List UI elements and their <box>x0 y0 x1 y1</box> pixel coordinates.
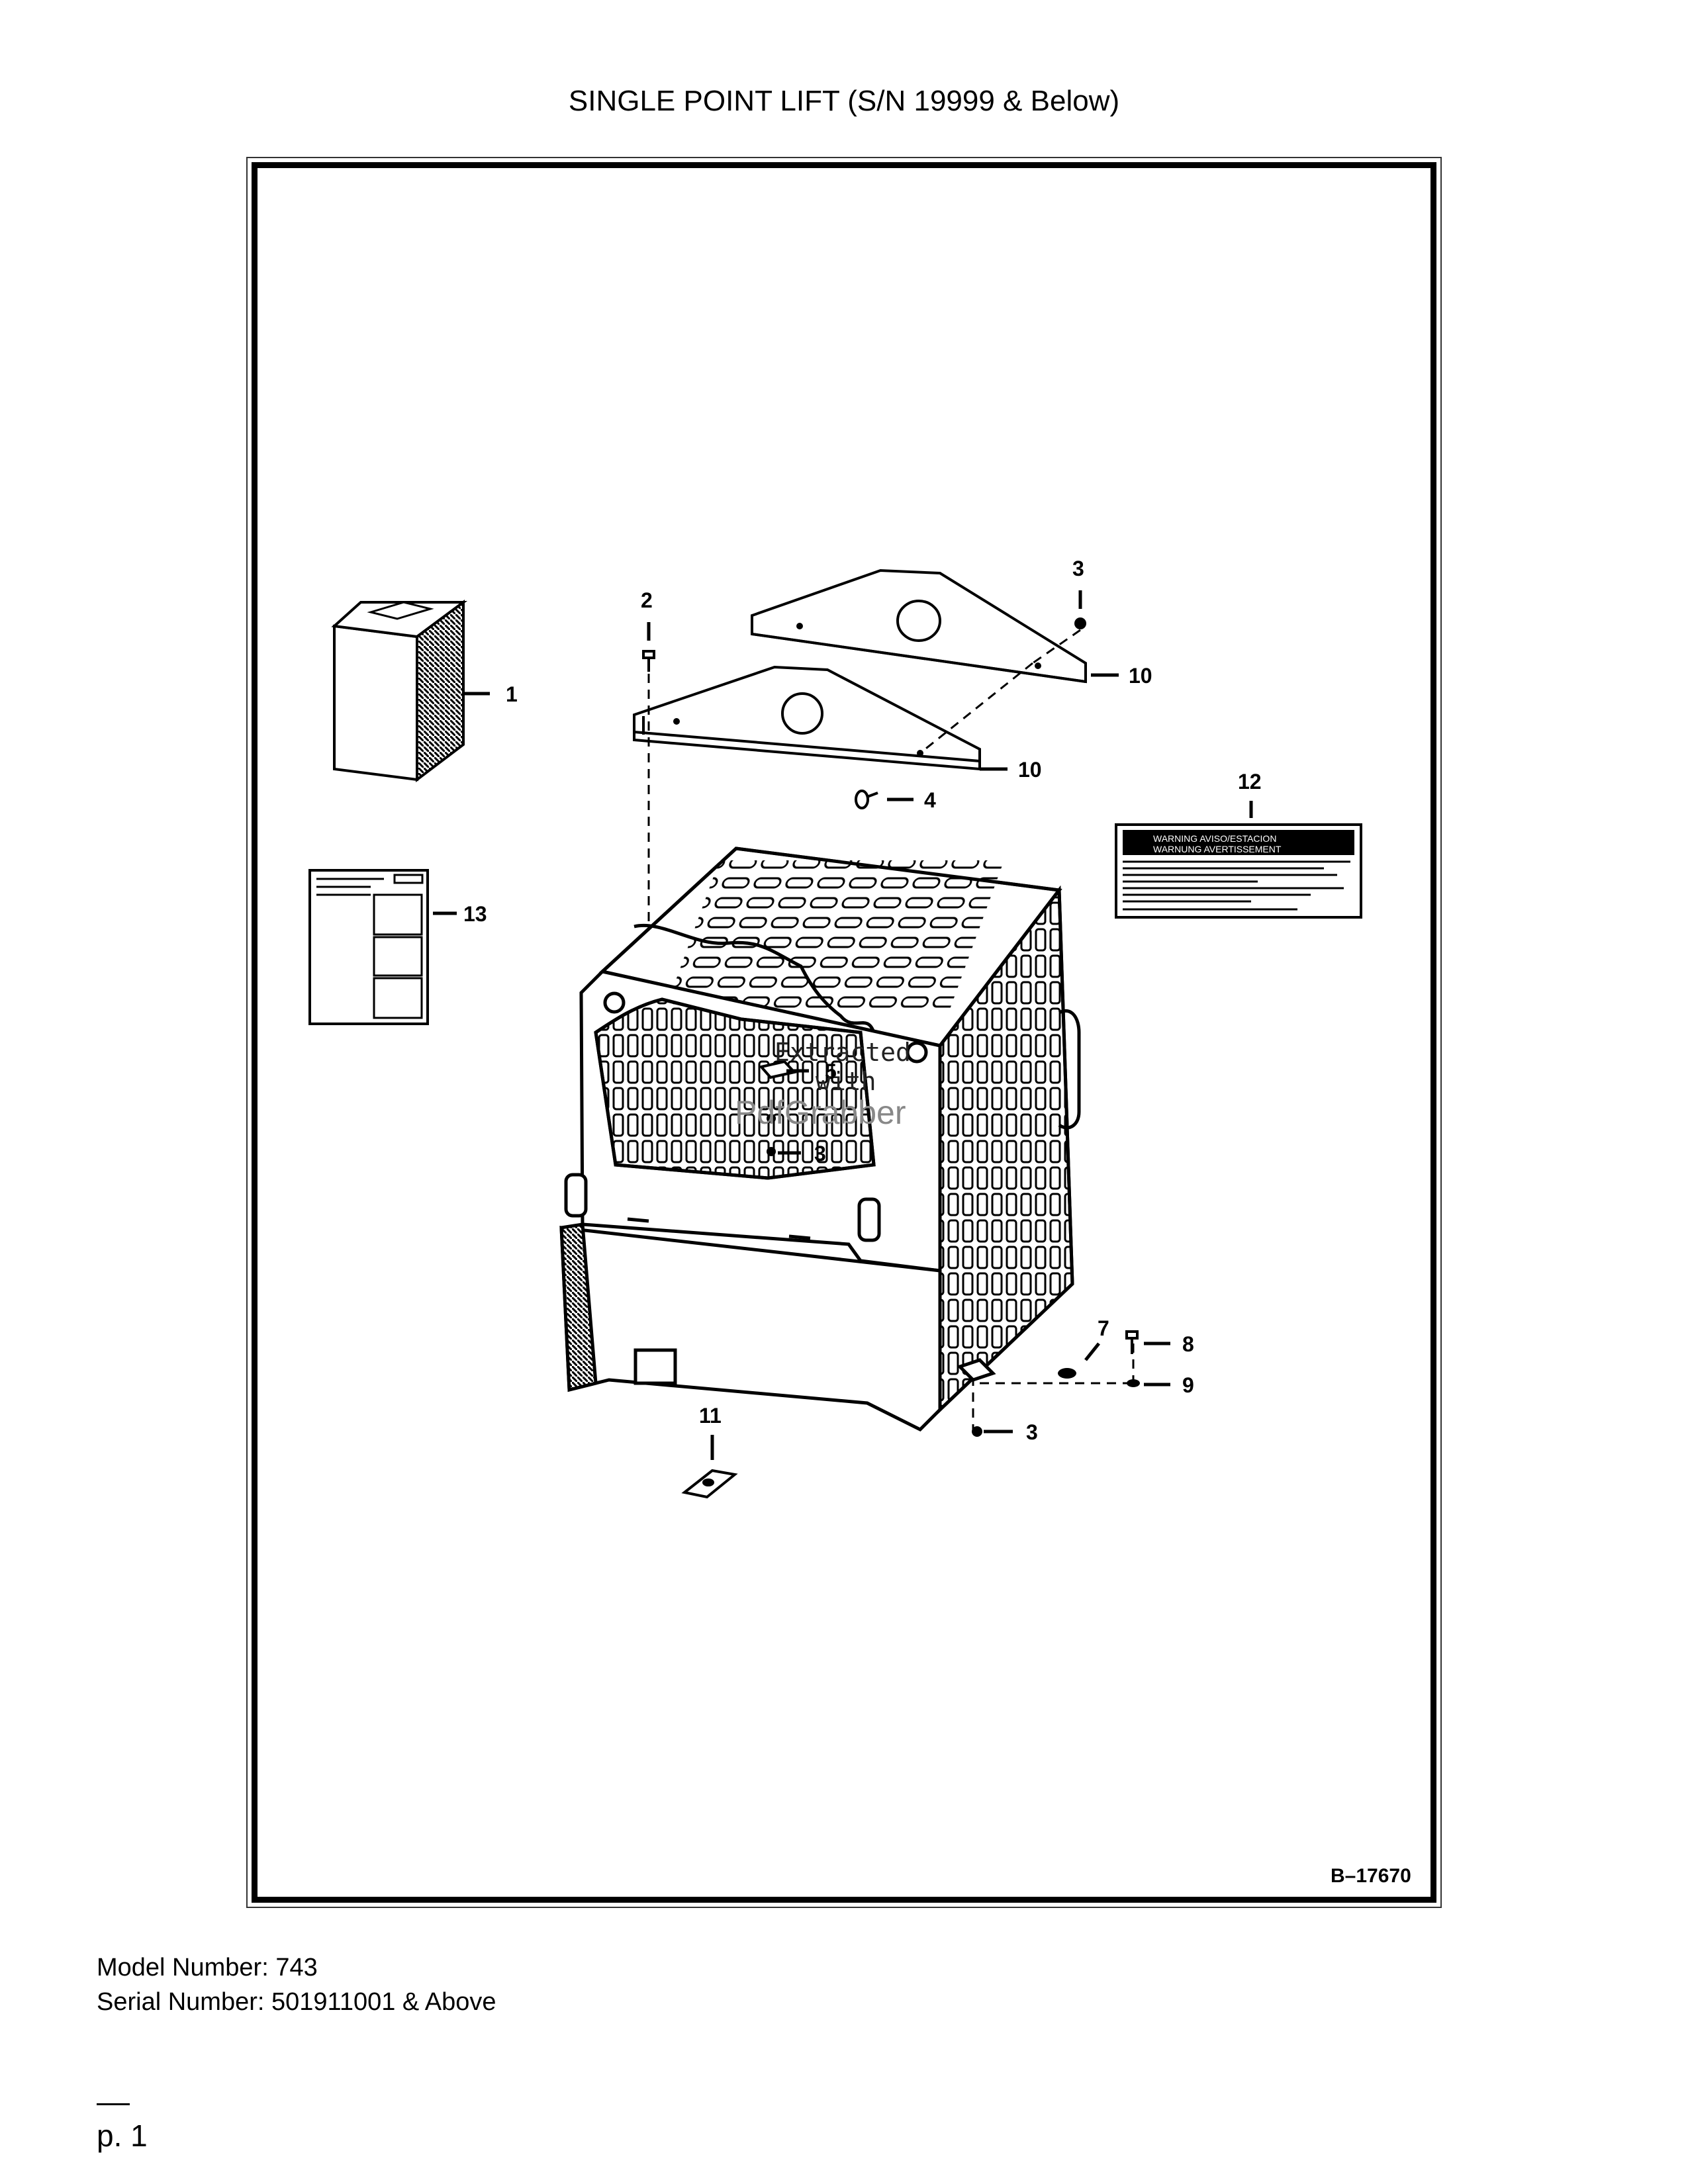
watermark-line-2: with <box>816 1067 876 1096</box>
callout-10-front: 10 <box>1018 758 1042 782</box>
callout-3-bottom: 3 <box>1026 1420 1038 1444</box>
page-number: p. 1 <box>97 2118 148 2153</box>
model-number: Model Number: 743 <box>97 1954 318 1981</box>
watermark-line-3: PdfGrabber <box>735 1094 906 1131</box>
callout-2: 2 <box>641 588 653 612</box>
figure-number: B–17670 <box>1331 1865 1411 1887</box>
part-9-washer <box>1127 1379 1140 1387</box>
callout-3-middle: 3 <box>814 1142 826 1165</box>
part-4-bolt <box>855 790 878 809</box>
callout-3-top: 3 <box>1072 557 1084 580</box>
decal-header-1: WARNING AVISO/ESTACION <box>1153 833 1276 844</box>
decal-header-2: WARNUNG AVERTISSEMENT <box>1153 844 1282 854</box>
callout-leaders <box>433 590 1253 1460</box>
part-1-box <box>331 600 468 783</box>
cab-enclosure <box>559 846 1081 1432</box>
part-3-nut-bottom <box>972 1426 982 1437</box>
page-number-rule <box>97 2103 130 2105</box>
callout-11: 11 <box>699 1404 722 1428</box>
callout-9: 9 <box>1182 1373 1194 1397</box>
part-12-decal <box>1115 823 1362 919</box>
callout-10-rear: 10 <box>1129 664 1152 688</box>
figure-outer-frame <box>246 157 1442 1908</box>
callout-13: 13 <box>463 902 487 926</box>
serial-number: Serial Number: 501911001 & Above <box>97 1988 496 2016</box>
part-8-bolt <box>1125 1330 1139 1354</box>
part-10-bracket-front <box>633 665 981 771</box>
callout-1: 1 <box>506 682 518 706</box>
part-7-washer <box>1058 1368 1076 1379</box>
part-2-bolt <box>642 650 655 672</box>
part-11-plate <box>681 1469 738 1499</box>
callout-7: 7 <box>1098 1316 1109 1340</box>
part-13-manual <box>308 869 429 1025</box>
figure-frame <box>252 162 1436 1903</box>
callout-8: 8 <box>1182 1332 1194 1356</box>
callout-12: 12 <box>1238 770 1262 794</box>
callout-4: 4 <box>924 788 936 812</box>
page-title: SINGLE POINT LIFT (S/N 19999 & Below) <box>568 85 1120 117</box>
callout-5: 5 <box>825 1060 837 1083</box>
part-3-nut-top <box>1074 617 1086 629</box>
part-10-bracket-rear <box>751 569 1087 684</box>
watermark-line-1: Extracted <box>774 1038 911 1067</box>
